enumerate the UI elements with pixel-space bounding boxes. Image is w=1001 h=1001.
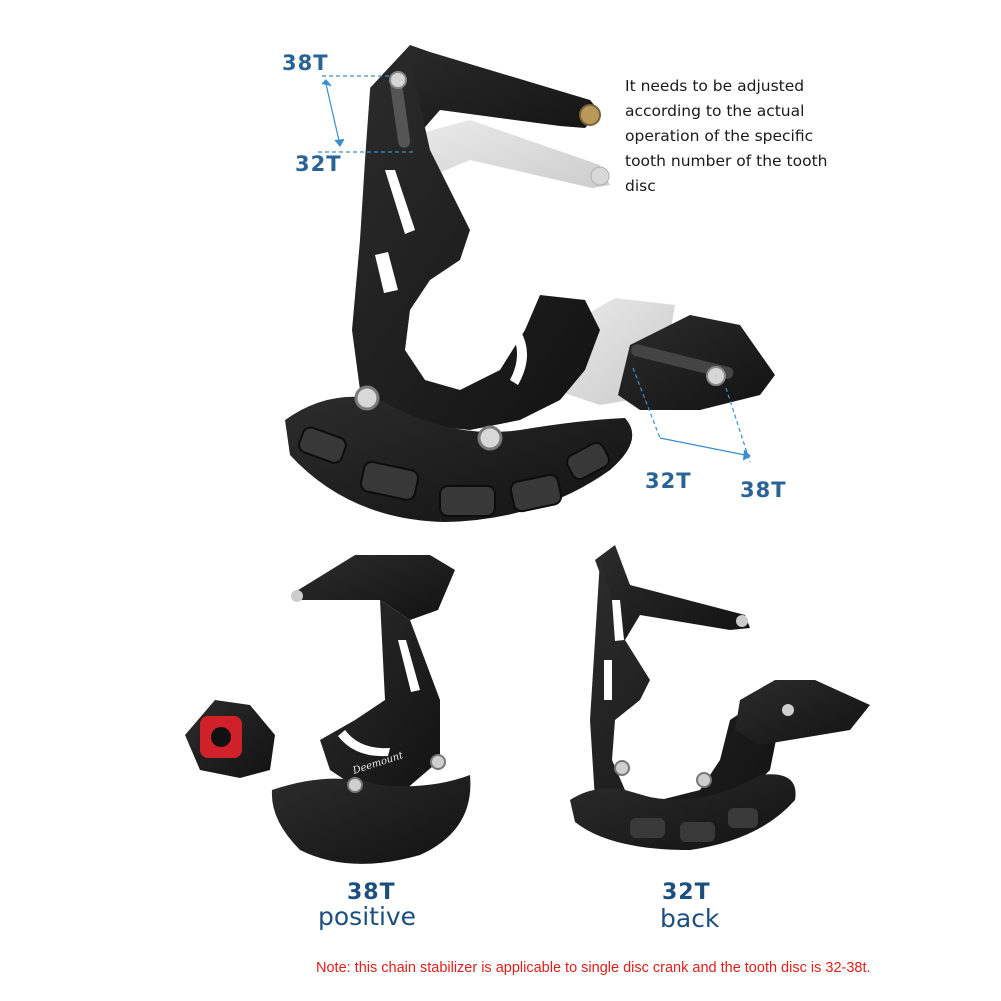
lower-label-38t: 38T	[740, 478, 787, 502]
upper-arm-end-bolt	[579, 104, 601, 126]
backplate-slot	[510, 330, 528, 385]
back-backplate	[590, 560, 780, 830]
lower-label-32t: 32T	[645, 469, 692, 493]
upper-arm	[370, 45, 600, 150]
back-upper-arm	[595, 545, 750, 640]
lower-adjust-guides	[632, 367, 751, 463]
back-tooth-label: 32T	[662, 880, 711, 905]
back-arm-bolt	[736, 615, 748, 627]
back-slider	[735, 680, 870, 745]
front-side-label: positive	[318, 902, 417, 931]
upper-adjust-slot	[390, 78, 411, 148]
backplate-slot	[385, 170, 415, 234]
front-bolt	[430, 754, 446, 770]
backplate-slot	[375, 252, 398, 293]
ghost-arm-bolt	[590, 166, 610, 186]
upper-label-32t: 32T	[295, 152, 342, 176]
front-tooth-label: 38T	[347, 880, 396, 905]
upper-adjust-bolt	[389, 71, 407, 89]
bash-guard-bolt	[477, 425, 503, 451]
bash-guard-bolt	[354, 385, 380, 411]
front-plate-slot	[398, 640, 420, 692]
front-arm-bolt	[291, 590, 303, 602]
ghost-upper-arm	[395, 120, 610, 188]
back-bolt	[696, 772, 712, 788]
lower-adjust-slot	[631, 344, 734, 379]
back-bash-guard	[570, 774, 796, 850]
front-plate-slot	[338, 730, 390, 757]
lower-adjust-bolt	[706, 366, 726, 386]
back-slider-bolt	[782, 704, 794, 716]
back-plate-slot	[604, 660, 612, 700]
back-bolt	[614, 760, 630, 776]
footer-note: Note: this chain stabilizer is applicabl…	[316, 960, 871, 976]
front-bolt	[347, 777, 363, 793]
front-upper-arm	[295, 555, 455, 620]
upper-label-38t: 38T	[282, 51, 329, 75]
upper-adjust-guides	[318, 75, 415, 153]
backplate	[352, 60, 600, 430]
bash-guard-pads	[298, 426, 610, 517]
front-slider-red-roller	[211, 727, 231, 747]
front-bash-guard	[271, 775, 471, 864]
back-side-label: back	[660, 904, 720, 933]
back-chain-guide	[570, 545, 870, 850]
adjust-note: It needs to be adjusted according to the…	[625, 77, 828, 195]
back-plate-slot	[612, 600, 624, 641]
back-bash-guard-pads	[630, 808, 758, 842]
top-chain-guide	[285, 45, 775, 522]
front-chain-guide	[185, 555, 471, 864]
